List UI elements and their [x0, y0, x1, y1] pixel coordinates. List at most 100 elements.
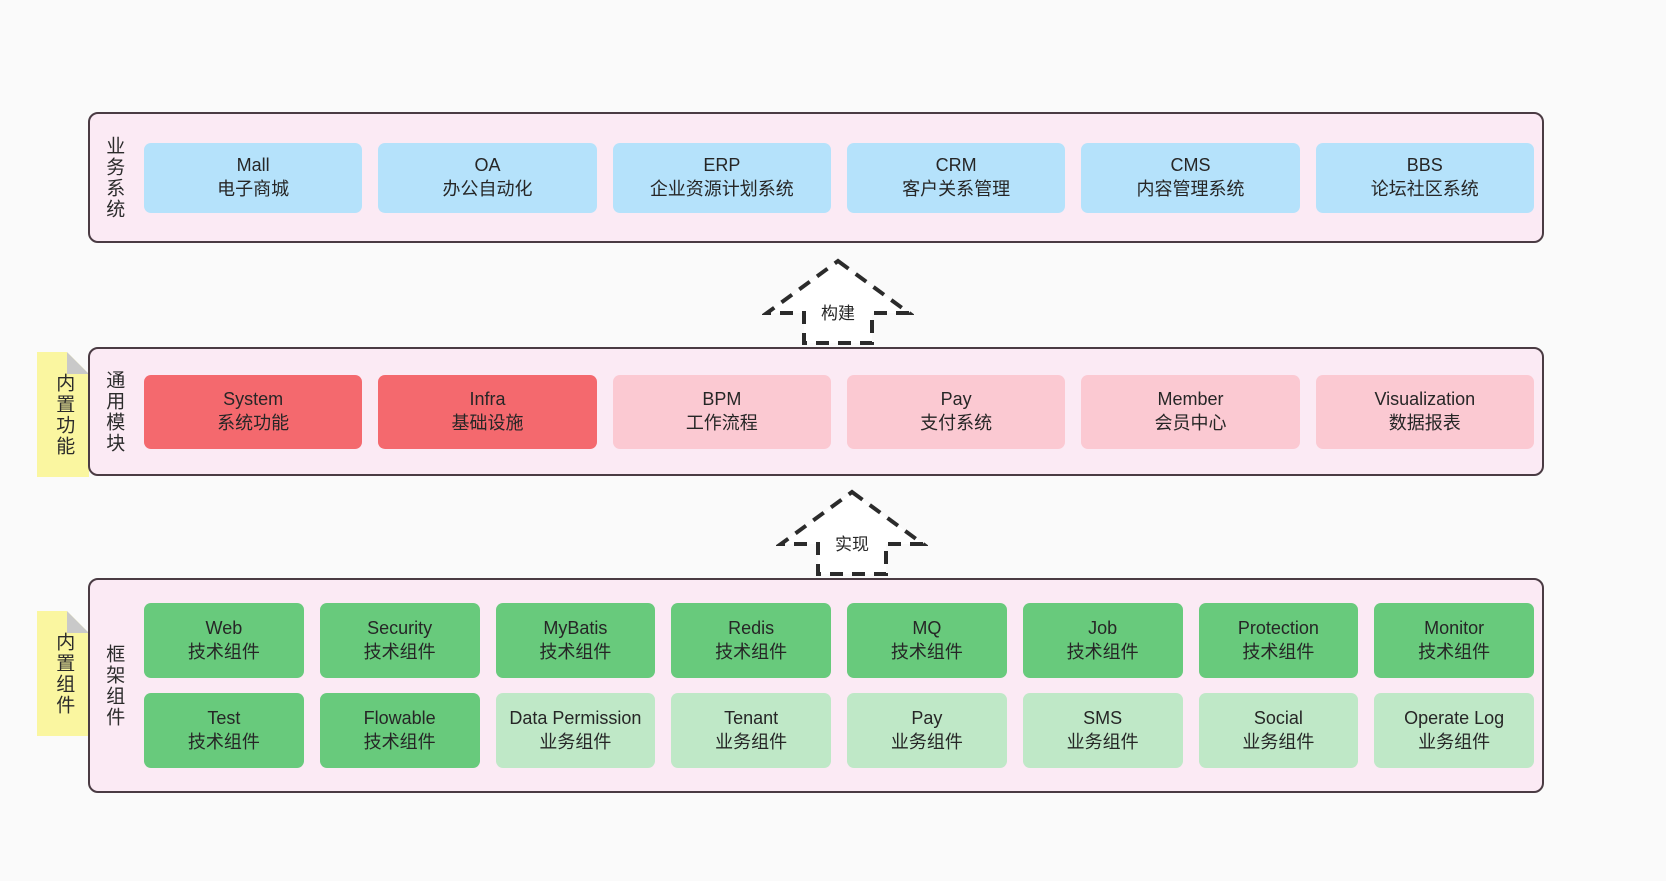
module-desc: 技术组件 [187, 731, 260, 752]
module-row: Mall 电子商城 OA 办公自动化 ERP 企业资源计划系统 CRM 客户关系… [144, 142, 1534, 213]
module-card-test[interactable]: Test 技术组件 [144, 693, 304, 768]
layer-general-modules: 通用模块 System 系统功能 Infra 基础设施 BPM 工作流程 Pay… [88, 347, 1544, 476]
module-card-job[interactable]: Job 技术组件 [1022, 603, 1183, 678]
layer-body-framework: Web 技术组件 Security 技术组件 MyBatis 技术组件 Redi… [136, 580, 1542, 791]
sticky-label: 内置功能 [53, 372, 75, 457]
module-desc: 论坛社区系统 [1370, 178, 1479, 199]
module-desc: 业务组件 [1242, 731, 1315, 752]
module-card-mq[interactable]: MQ 技术组件 [847, 603, 1007, 678]
module-card-operate-log[interactable]: Operate Log 业务组件 [1374, 693, 1534, 768]
module-card-sms[interactable]: SMS 业务组件 [1022, 693, 1183, 768]
sticky-note-builtin-function: 内置功能 [37, 352, 89, 477]
module-desc: 工作流程 [685, 412, 758, 433]
module-name: Visualization [1374, 389, 1476, 410]
module-name: Web [205, 618, 243, 639]
module-name: Protection [1237, 618, 1319, 639]
module-desc: 技术组件 [890, 641, 963, 662]
module-desc: 业务组件 [1418, 731, 1491, 752]
connector-build-arrow: 构建 [762, 256, 914, 348]
module-name: ERP [703, 155, 741, 176]
module-name: MQ [912, 618, 942, 639]
module-desc: 数据报表 [1388, 412, 1461, 433]
module-card-member[interactable]: Member 会员中心 [1081, 374, 1300, 449]
module-card-protection[interactable]: Protection 技术组件 [1198, 603, 1359, 678]
module-desc: 基础设施 [451, 412, 524, 433]
module-desc: 业务组件 [715, 731, 788, 752]
module-desc: 技术组件 [715, 641, 788, 662]
module-desc: 技术组件 [1242, 641, 1315, 662]
module-card-mall[interactable]: Mall 电子商城 [144, 142, 363, 213]
module-name: Test [207, 708, 241, 729]
module-desc: 业务组件 [1066, 731, 1139, 752]
layer-title-framework: 框架组件 [103, 643, 125, 728]
module-name: Social [1253, 708, 1303, 729]
module-name: CMS [1170, 155, 1211, 176]
layer-title-business: 业务系统 [103, 135, 125, 220]
layer-business-systems: 业务系统 Mall 电子商城 OA 办公自动化 ERP 企业资源计划系统 CRM… [88, 112, 1544, 243]
module-desc: 电子商城 [217, 178, 290, 199]
module-desc: 技术组件 [1066, 641, 1139, 662]
module-desc: 办公自动化 [442, 178, 533, 199]
module-card-data-permission[interactable]: Data Permission 业务组件 [495, 693, 656, 768]
module-row: System 系统功能 Infra 基础设施 BPM 工作流程 Pay 支付系统… [144, 374, 1534, 449]
module-row: Web 技术组件 Security 技术组件 MyBatis 技术组件 Redi… [144, 603, 1534, 678]
sticky-label: 内置组件 [53, 631, 75, 716]
module-card-system[interactable]: System 系统功能 [144, 374, 363, 449]
module-name: Flowable [363, 708, 436, 729]
layer-body-business: Mall 电子商城 OA 办公自动化 ERP 企业资源计划系统 CRM 客户关系… [136, 114, 1542, 241]
layer-framework-components: 框架组件 Web 技术组件 Security 技术组件 MyBatis 技术组件… [88, 578, 1544, 793]
module-name: Data Permission [509, 708, 642, 729]
module-desc: 客户关系管理 [902, 178, 1011, 199]
module-card-monitor[interactable]: Monitor 技术组件 [1374, 603, 1534, 678]
module-name: Redis [728, 618, 775, 639]
module-card-security[interactable]: Security 技术组件 [319, 603, 480, 678]
layer-title-general: 通用模块 [103, 369, 125, 454]
module-desc: 技术组件 [1418, 641, 1491, 662]
module-desc: 系统功能 [217, 412, 290, 433]
module-card-bpm[interactable]: BPM 工作流程 [612, 374, 831, 449]
module-card-erp[interactable]: ERP 企业资源计划系统 [612, 142, 831, 213]
module-card-crm[interactable]: CRM 客户关系管理 [846, 142, 1066, 213]
module-name: Tenant [724, 708, 779, 729]
module-card-flowable[interactable]: Flowable 技术组件 [319, 693, 480, 768]
module-name: Pay [911, 708, 943, 729]
module-desc: 业务组件 [890, 731, 963, 752]
module-name: CRM [935, 155, 977, 176]
module-name: BBS [1406, 155, 1443, 176]
module-name: MyBatis [543, 618, 608, 639]
module-desc: 技术组件 [363, 731, 436, 752]
module-card-mybatis[interactable]: MyBatis 技术组件 [495, 603, 656, 678]
module-name: Job [1088, 618, 1118, 639]
module-name: Mall [236, 155, 270, 176]
module-row: Test 技术组件 Flowable 技术组件 Data Permission … [144, 693, 1534, 768]
module-card-infra[interactable]: Infra 基础设施 [378, 374, 597, 449]
module-desc: 技术组件 [363, 641, 436, 662]
connector-implement-arrow: 实现 [776, 487, 928, 579]
module-name: OA [474, 155, 501, 176]
connector-label-implement: 实现 [835, 535, 869, 554]
module-desc: 企业资源计划系统 [649, 178, 794, 199]
module-card-cms[interactable]: CMS 内容管理系统 [1081, 142, 1300, 213]
module-name: Member [1157, 389, 1224, 410]
module-card-pay-component[interactable]: Pay 业务组件 [847, 693, 1007, 768]
module-desc: 业务组件 [539, 731, 612, 752]
module-card-oa[interactable]: OA 办公自动化 [378, 142, 597, 213]
sticky-note-builtin-component: 内置组件 [37, 611, 89, 736]
module-desc: 支付系统 [920, 412, 993, 433]
module-name: Operate Log [1404, 708, 1505, 729]
module-desc: 技术组件 [539, 641, 612, 662]
module-card-web[interactable]: Web 技术组件 [144, 603, 304, 678]
module-desc: 内容管理系统 [1136, 178, 1245, 199]
module-card-social[interactable]: Social 业务组件 [1198, 693, 1359, 768]
module-name: Monitor [1424, 618, 1485, 639]
module-card-visualization[interactable]: Visualization 数据报表 [1315, 374, 1534, 449]
module-name: BPM [702, 389, 742, 410]
module-card-redis[interactable]: Redis 技术组件 [671, 603, 831, 678]
layer-body-general: System 系统功能 Infra 基础设施 BPM 工作流程 Pay 支付系统… [136, 349, 1542, 474]
sticky-fold-corner-icon [67, 352, 89, 374]
module-card-bbs[interactable]: BBS 论坛社区系统 [1315, 142, 1534, 213]
module-card-pay[interactable]: Pay 支付系统 [846, 374, 1066, 449]
module-card-tenant[interactable]: Tenant 业务组件 [671, 693, 831, 768]
module-name: SMS [1083, 708, 1123, 729]
